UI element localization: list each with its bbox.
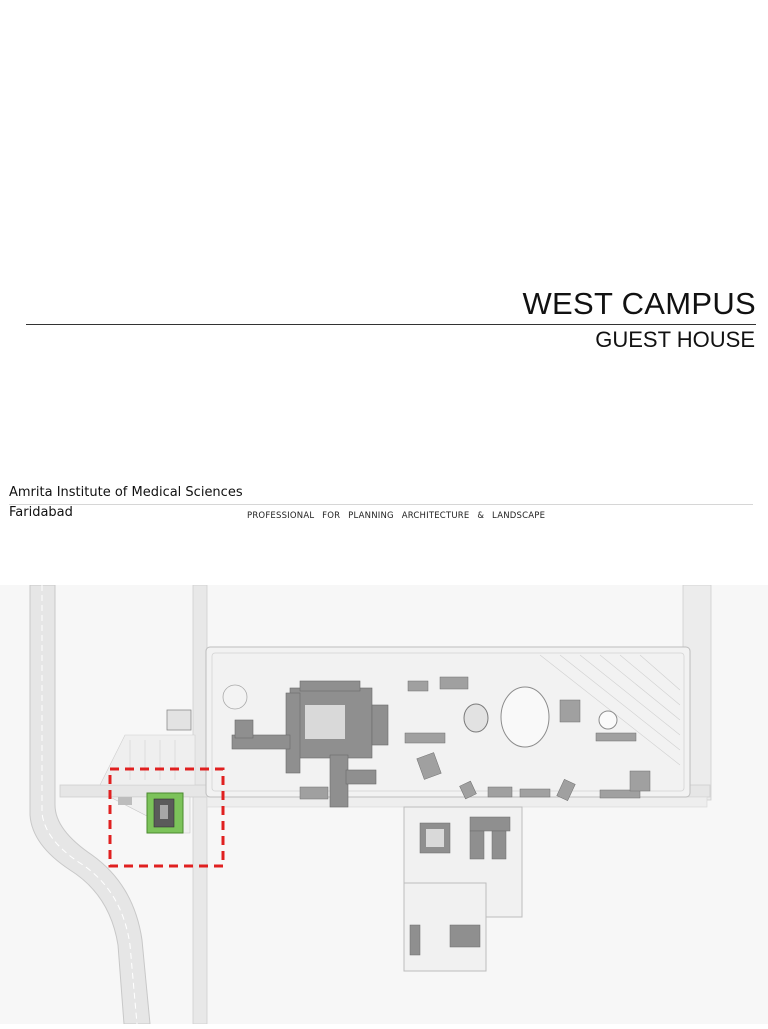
hospital-courtyard xyxy=(305,705,345,739)
firm-tagline: PROFESSIONAL FOR PLANNING ARCHITECTURE &… xyxy=(247,511,546,521)
roundabout xyxy=(222,684,248,710)
header-divider xyxy=(9,504,753,505)
curved-highway xyxy=(29,584,151,1025)
page-subtitle: GUEST HOUSE xyxy=(595,327,755,352)
institute-name: Amrita Institute of Medical Sciences xyxy=(9,485,243,500)
north-small-building xyxy=(166,709,192,731)
institute-header: Amrita Institute of Medical Sciences Far… xyxy=(0,480,768,530)
site-plan xyxy=(0,584,768,1025)
service-road xyxy=(206,796,708,808)
parking-area xyxy=(99,734,196,786)
institute-city: Faridabad xyxy=(9,505,73,520)
campus-blocks xyxy=(299,676,651,802)
parking-lines xyxy=(129,740,176,780)
page-title: WEST CAMPUS xyxy=(522,286,756,321)
south-buildings xyxy=(409,816,511,956)
small-round-structure xyxy=(598,710,618,730)
guest-house-annex xyxy=(118,797,132,805)
highway-centerline xyxy=(41,585,138,1025)
round-structure xyxy=(463,703,489,733)
title-block: WEST CAMPUS GUEST HOUSE xyxy=(0,0,768,360)
site-plan-drawing xyxy=(0,584,768,1025)
title-divider xyxy=(26,324,756,325)
landscape-hatching xyxy=(539,654,681,766)
guest-house-court xyxy=(160,805,168,819)
campus-inner-boundary xyxy=(211,652,685,792)
oval-structure xyxy=(500,686,550,748)
south-courtyard xyxy=(426,829,444,847)
vertical-road-left xyxy=(192,584,208,1025)
